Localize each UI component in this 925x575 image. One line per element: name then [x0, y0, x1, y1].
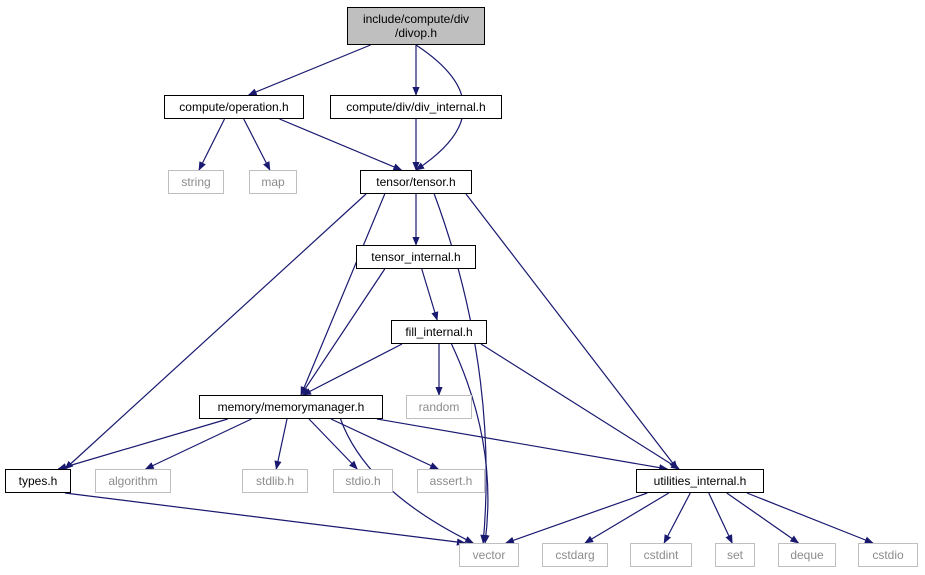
- edge-utilities_internal-to-vector: [505, 492, 648, 544]
- node-fill-internal-h[interactable]: fill_internal.h: [391, 320, 487, 344]
- node-deque[interactable]: deque: [778, 543, 836, 567]
- edge-memorymanager-to-stdio_h: [308, 418, 358, 470]
- edge-operation-to-string: [198, 118, 226, 171]
- edge-root-to-operation: [247, 44, 371, 96]
- edge-memorymanager-to-utilities_internal: [376, 418, 669, 472]
- node-memorymanager-h[interactable]: memory/memorymanager.h: [199, 395, 383, 419]
- node-div-internal-h[interactable]: compute/div/div_internal.h: [330, 95, 502, 119]
- node-assert-h[interactable]: assert.h: [417, 469, 485, 493]
- node-utilities-internal-h[interactable]: utilities_internal.h: [636, 469, 764, 493]
- node-cstdint[interactable]: cstdint: [630, 543, 692, 567]
- edge-fill_internal-to-memorymanager: [302, 343, 403, 396]
- edge-tensor-to-memorymanager: [300, 193, 386, 396]
- node-tensor-internal-h[interactable]: tensor_internal.h: [356, 245, 476, 269]
- edge-operation-to-map: [243, 118, 271, 171]
- node-set[interactable]: set: [715, 543, 755, 567]
- node-compute-operation-h[interactable]: compute/operation.h: [164, 95, 304, 119]
- node-tensor-h[interactable]: tensor/tensor.h: [360, 170, 472, 194]
- edge-types-to-vector: [64, 492, 466, 546]
- node-algorithm[interactable]: algorithm: [95, 469, 171, 493]
- edge-tensor-to-utilities_internal: [465, 193, 678, 470]
- edge-fill_internal-to-vector: [450, 343, 490, 544]
- node-stdio-h[interactable]: stdio.h: [333, 469, 393, 493]
- node-stdlib-h[interactable]: stdlib.h: [242, 469, 308, 493]
- node-map[interactable]: map: [249, 170, 297, 194]
- edge-memorymanager-to-assert: [330, 418, 440, 470]
- edge-utilities_internal-to-cstdint: [663, 492, 691, 544]
- edge-memorymanager-to-stdlib: [274, 418, 288, 470]
- edge-utilities_internal-to-cstdarg: [584, 492, 670, 544]
- edge-tensor-to-types: [64, 193, 367, 470]
- edge-tensor-to-vector: [433, 193, 488, 544]
- edge-operation-to-tensor: [279, 118, 403, 171]
- node-cstdio[interactable]: cstdio: [858, 543, 918, 567]
- edge-utilities_internal-to-cstdio: [746, 492, 874, 544]
- edge-tensor_internal-to-fill_internal: [421, 268, 439, 321]
- edge-fill_internal-to-utilities_internal: [480, 343, 680, 470]
- node-string[interactable]: string: [168, 170, 224, 194]
- node-random[interactable]: random: [406, 395, 472, 419]
- edge-memorymanager-to-algorithm: [144, 418, 252, 470]
- node-types-h[interactable]: types.h: [5, 469, 71, 493]
- edge-tensor_internal-to-memorymanager: [300, 268, 386, 396]
- edge-memorymanager-to-types: [57, 418, 228, 471]
- edge-utilities_internal-to-deque: [726, 492, 800, 544]
- node-vector[interactable]: vector: [459, 543, 519, 567]
- edge-utilities_internal-to-set: [708, 492, 733, 544]
- node-divop-h[interactable]: include/compute/div /divop.h: [347, 7, 485, 45]
- node-cstdarg[interactable]: cstdarg: [542, 543, 608, 567]
